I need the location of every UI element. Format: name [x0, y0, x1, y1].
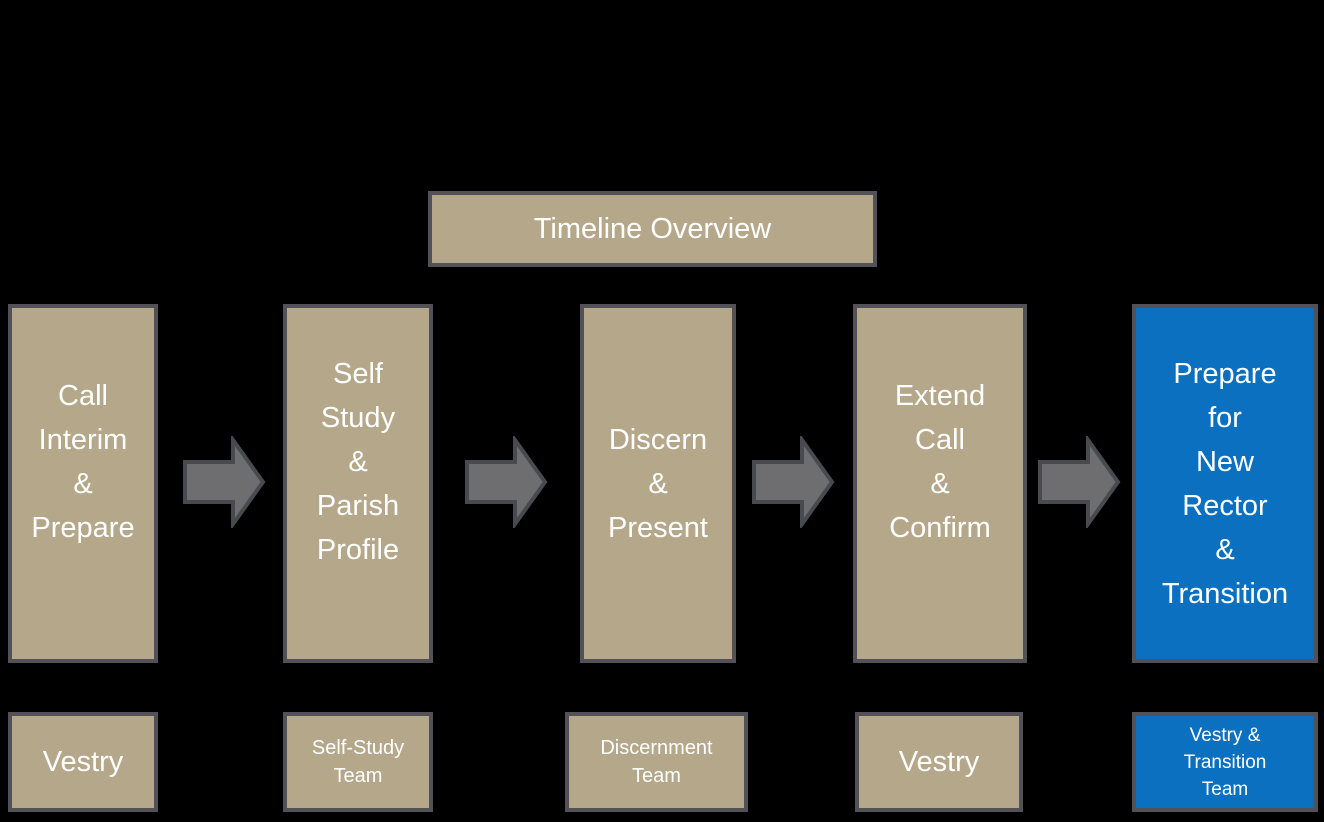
team-label: Vestry	[898, 745, 980, 778]
team-label: Vestry	[42, 745, 124, 778]
stage-label: Prepare for New Rector & Transition	[1161, 357, 1289, 610]
team-box-self-study-team: Self-Study Team	[283, 712, 433, 812]
stage-extend-call-confirm: Extend Call & Confirm	[853, 304, 1027, 663]
flow-arrow-icon-4	[1038, 436, 1121, 528]
team-label: Vestry & Transition Team	[1183, 724, 1267, 800]
flow-arrow-icon-1	[183, 436, 266, 528]
title-box: Timeline Overview	[428, 191, 877, 267]
stage-call-interim-prepare: Call Interim & Prepare	[8, 304, 158, 663]
team-label: Self-Study Team	[311, 737, 405, 787]
stage-label: Discern & Present	[608, 423, 708, 544]
stage-label: Extend Call & Confirm	[889, 379, 991, 544]
flow-arrow-icon-3	[752, 436, 835, 528]
team-box-discernment-team: Discernment Team	[565, 712, 748, 812]
team-box-vestry-transition-team: Vestry & Transition Team	[1132, 712, 1318, 812]
stage-self-study-parish-profile: Self Study & Parish Profile	[283, 304, 433, 663]
stage-label: Self Study & Parish Profile	[316, 357, 400, 566]
title-label: Timeline Overview	[533, 212, 772, 245]
stage-discern-present: Discern & Present	[580, 304, 736, 663]
flow-arrow-icon-2	[465, 436, 548, 528]
stage-prepare-new-rector-transition: Prepare for New Rector & Transition	[1132, 304, 1318, 663]
stage-label: Call Interim & Prepare	[31, 379, 135, 544]
team-box-vestry-2: Vestry	[855, 712, 1023, 812]
team-box-vestry-1: Vestry	[8, 712, 158, 812]
team-label: Discernment Team	[600, 737, 713, 787]
